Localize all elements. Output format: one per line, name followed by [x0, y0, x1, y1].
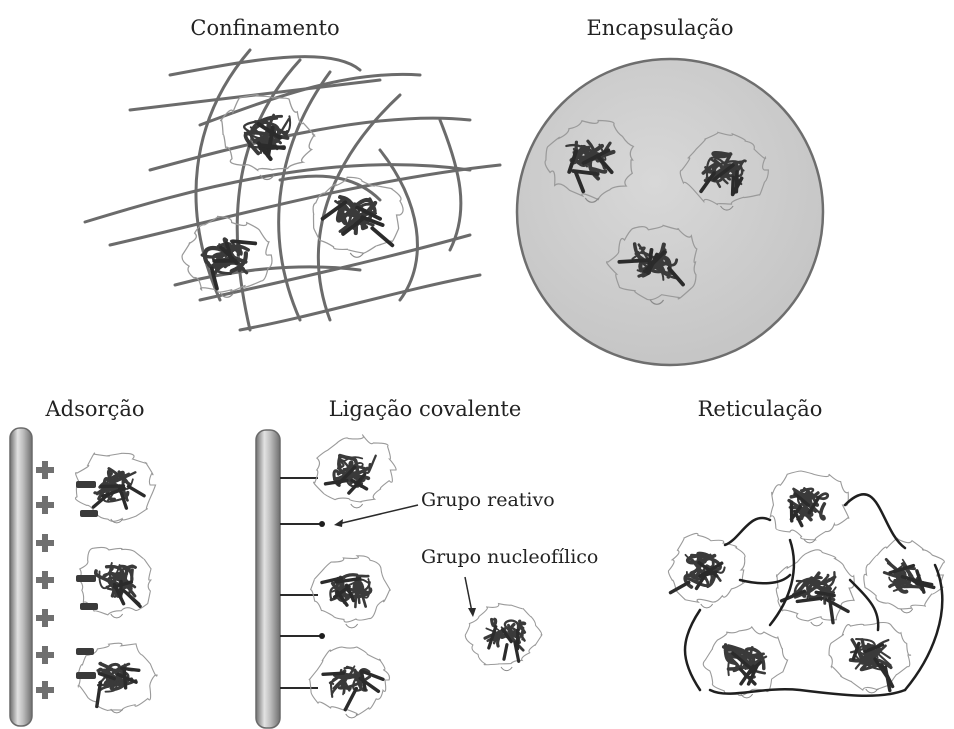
confinement-title: Confinamento	[190, 16, 339, 40]
positive-charges	[36, 461, 54, 699]
encapsulation-title: Encapsulação	[586, 16, 733, 40]
encapsulation-panel: Encapsulação	[517, 16, 823, 365]
crosslinking-panel: Reticulação	[668, 397, 944, 698]
enzyme-crosslinked-3	[776, 550, 854, 626]
support-surface-covalent	[256, 430, 280, 728]
support-surface-adsorption	[10, 428, 32, 726]
reactive-group-pointer	[338, 505, 418, 524]
polymer-fiber-network	[85, 50, 500, 330]
enzyme-confined-3	[182, 216, 272, 297]
nucleophilic-group-arrowhead	[468, 608, 476, 617]
enzyme-crosslinked-5	[703, 627, 787, 698]
plus-sign-v	[42, 534, 48, 552]
reactive-group-dots	[319, 521, 325, 639]
enzyme-covalent-3	[309, 647, 389, 718]
nucleophilic-group-label: Grupo nucleofílico	[421, 546, 598, 568]
enzyme-free	[465, 604, 542, 671]
enzyme-covalent-2	[310, 556, 390, 628]
crosslinking-title: Reticulação	[698, 397, 823, 421]
crosslinker-chains	[685, 494, 942, 696]
nucleophilic-group-pointer	[465, 577, 472, 612]
negative-charges	[76, 481, 98, 679]
plus-sign-v	[42, 646, 48, 664]
plus-sign-v	[42, 681, 48, 699]
covalent-title: Ligação covalente	[329, 397, 522, 421]
adsorption-panel: Adsorção	[10, 397, 157, 726]
capsule-sphere	[517, 59, 823, 365]
enzyme-covalent-1	[314, 435, 397, 508]
reactive-group-arrowhead	[334, 519, 343, 527]
enzyme-crosslinked-1	[770, 471, 848, 543]
enzyme-crosslinked-6	[829, 623, 911, 693]
plus-sign-v	[42, 461, 48, 479]
plus-sign-v	[42, 609, 48, 627]
enzyme-confined-1	[221, 95, 315, 180]
plus-sign-v	[42, 496, 48, 514]
enzyme-confined-2	[313, 177, 403, 257]
covalent-linkers	[280, 478, 322, 688]
enzyme-crosslinked-2	[668, 533, 745, 607]
adsorption-title: Adsorção	[45, 397, 145, 421]
enzyme-crosslinked-4	[864, 538, 945, 613]
confinement-panel: Confinamento	[85, 16, 500, 330]
covalent-bond-panel: Ligação covalente Grupo reativo Grupo nu…	[256, 397, 598, 728]
plus-sign-v	[42, 571, 48, 589]
reactive-group-label: Grupo reativo	[421, 489, 555, 511]
